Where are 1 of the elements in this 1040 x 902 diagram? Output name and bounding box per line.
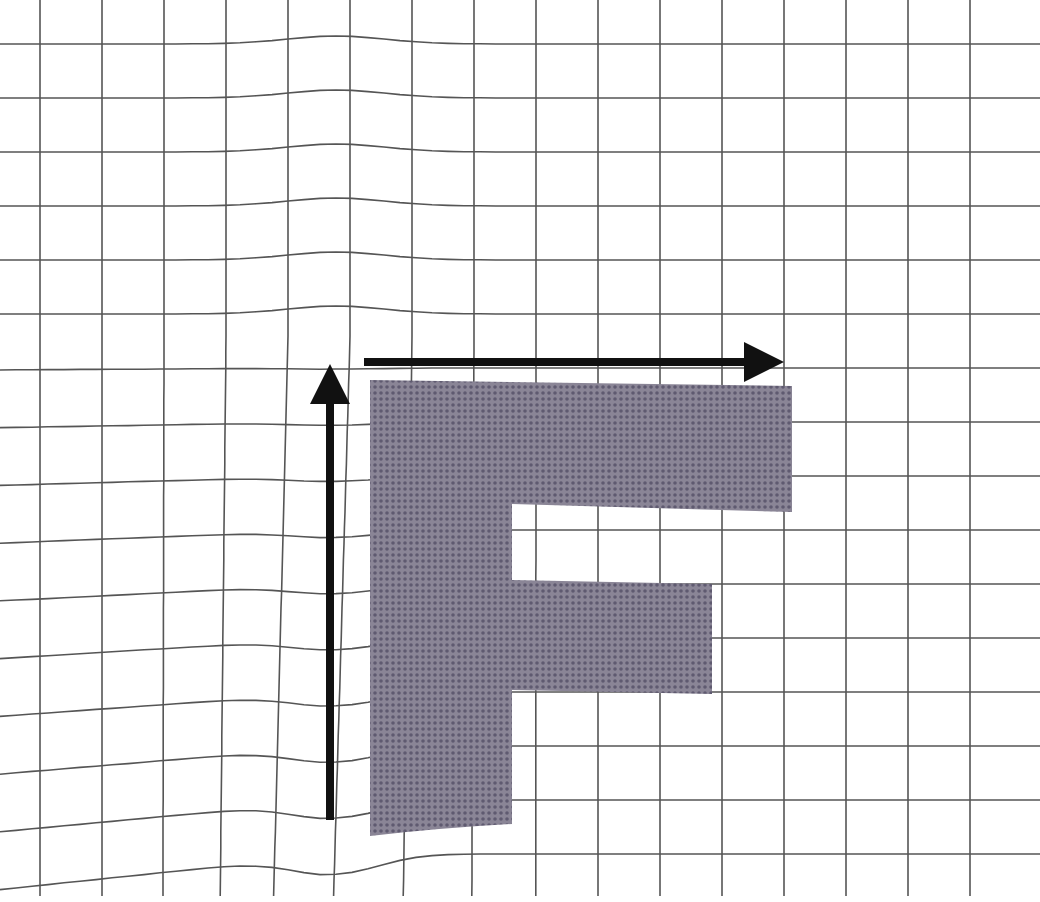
- letter-f-shape: [370, 380, 792, 836]
